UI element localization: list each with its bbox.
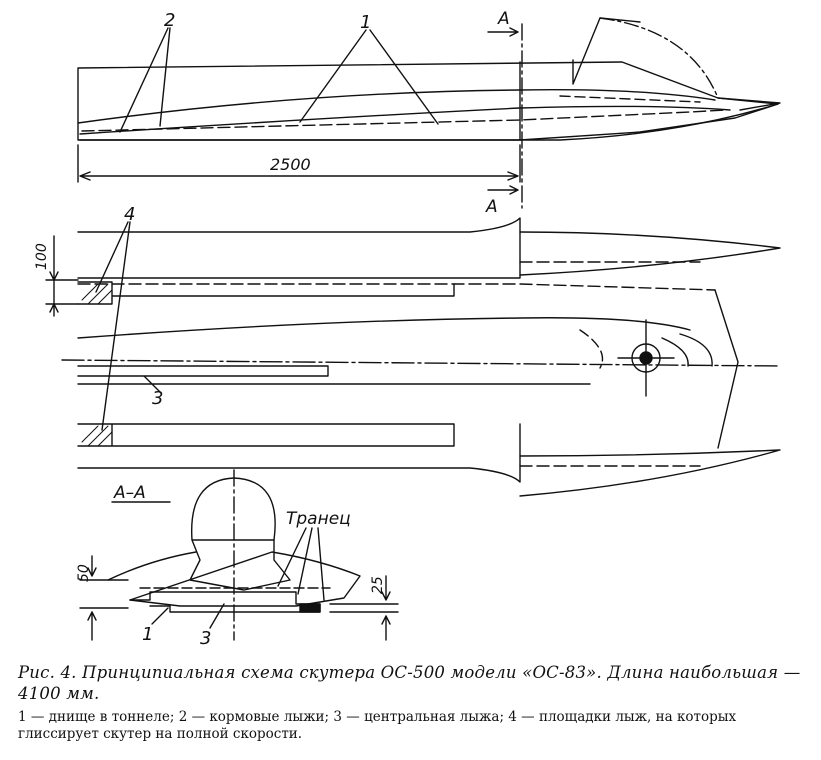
section-bottom [129,591,321,613]
leader-1-a [299,29,367,123]
leader-section-3 [209,603,225,629]
callout-1-section: 1 [142,624,153,645]
top-central-ski [77,365,329,377]
cockpit-body [189,539,291,591]
top-ski-pad-upper [77,281,455,305]
callout-2: 2 [164,10,175,31]
top-body-upper [77,317,691,339]
top-right-upper-ski [519,231,781,276]
leader-4-a [95,221,129,293]
top-centerline [61,359,781,367]
section-title: А–А [113,483,146,503]
section-hull [107,551,361,607]
callout-4: 4 [124,204,135,225]
side-keel-line [79,103,779,141]
leader-2-b [159,27,171,127]
section-a-a [79,469,399,641]
callout-3: 3 [152,388,163,409]
top-right-lower-ski [519,449,781,497]
top-ski-pad-lower [77,423,455,447]
caption-legend-text: 1 — днище в тоннеле; 2 — кормовые лыжи; … [18,709,737,742]
dimension-label-25: 25 [370,576,386,594]
windshield-line [572,17,641,85]
dimension-label-length: 2500 [270,155,311,174]
section-arrow-top [487,27,519,37]
leader-1-b [369,29,439,125]
dimension-label-100: 100 [34,243,50,270]
leader-2-a [119,27,169,133]
windshield-dashdot [599,17,719,99]
side-view [77,17,781,209]
top-nozzle-rings [661,333,713,367]
leader-section-1 [151,607,169,625]
dimension-line-100 [45,235,79,317]
dimension-label-50: 50 [76,564,92,582]
top-dashed-1 [77,283,716,291]
boat-schematic-drawing: A A 2500 2 1 4 3 100 А–А Транец 50 25 1 … [34,9,781,649]
dimension-line-2500 [77,144,521,183]
top-body-right [714,289,739,449]
top-outer-lower [77,423,521,483]
section-dim-25 [329,575,399,641]
leader-4-b [101,221,131,431]
caption-legend: 1 — днище в тоннеле; 2 — кормовые лыжи; … [18,709,808,743]
section-mark-top: A [497,9,510,29]
transom-block [299,603,321,613]
top-view [45,217,781,497]
figure-caption: Рис. 4. Принципиальная схема скутера ОС-… [18,662,808,743]
leader-transom-b [297,527,313,595]
callout-1: 1 [360,12,371,33]
leader-transom-a [277,527,307,587]
transom-label: Транец [286,509,351,529]
top-outer-upper [77,217,521,279]
leader-3 [143,375,161,393]
impeller-axis [617,319,675,397]
side-inner-line [79,105,731,135]
callout-3-section: 3 [200,628,211,649]
top-dashed-curve [579,329,604,369]
section-dim-50 [79,555,129,641]
side-ski-dashed-2 [559,95,701,103]
side-deck-line [77,89,716,124]
hatch-pad-lower [81,425,113,447]
caption-title: Рис. 4. Принципиальная схема скутера ОС-… [18,663,801,703]
hatch-pad-upper [81,283,113,305]
leader-transom-c [317,527,325,601]
section-mark-bottom: A [485,197,498,217]
bow-tip [717,97,781,111]
section-arrow-bottom [487,185,519,195]
